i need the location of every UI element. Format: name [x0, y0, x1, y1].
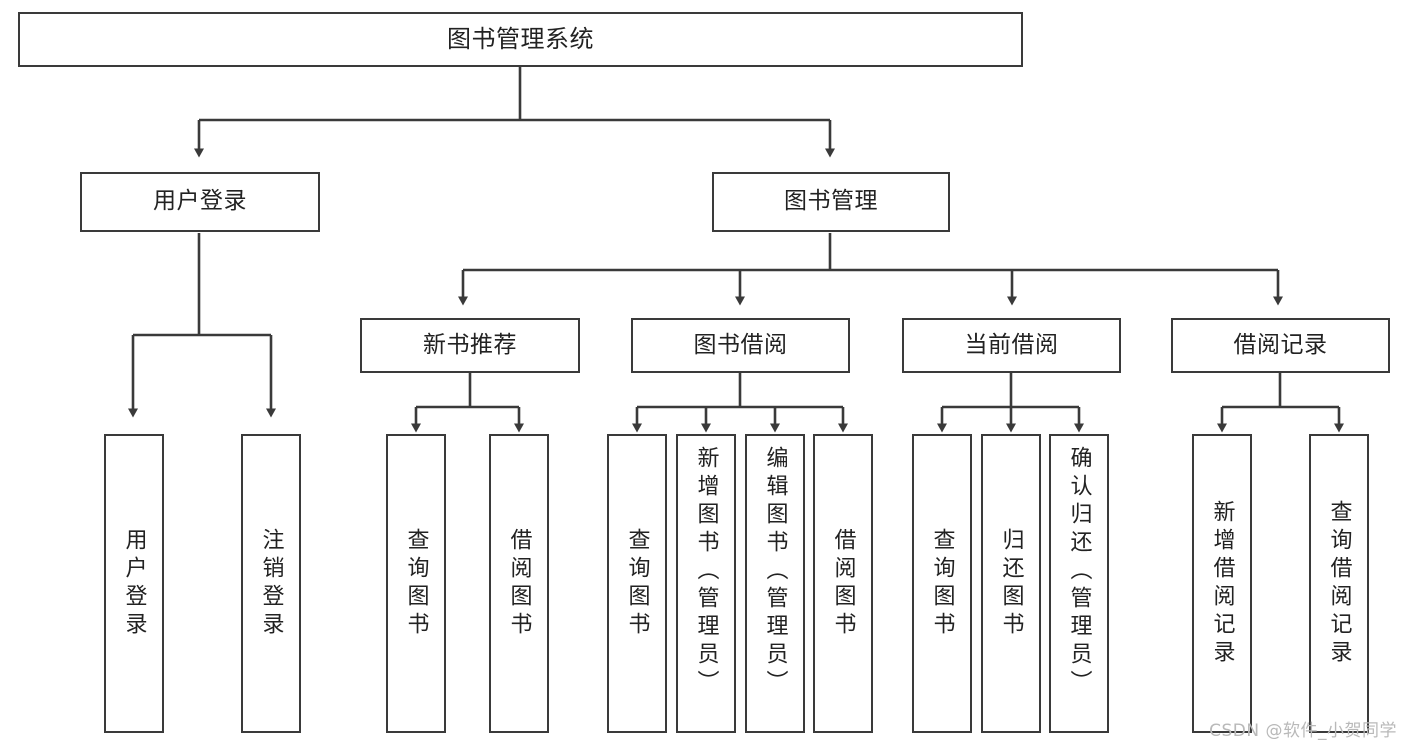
leaf-label: 新增图书（管理员）	[693, 446, 719, 698]
leaf-book-borrow-lend[interactable]: 借阅图书	[813, 434, 873, 733]
node-current-borrow[interactable]: 当前借阅	[902, 318, 1121, 373]
leaf-new-book-borrow[interactable]: 借阅图书	[489, 434, 549, 733]
node-book-borrow[interactable]: 图书借阅	[631, 318, 850, 373]
leaf-borrow-record-add[interactable]: 新增借阅记录	[1192, 434, 1252, 733]
node-user-login[interactable]: 用户登录	[80, 172, 320, 232]
node-root[interactable]: 图书管理系统	[18, 12, 1023, 67]
leaf-label: 查询图书	[403, 527, 429, 640]
leaf-label: 查询图书	[929, 527, 955, 640]
leaf-current-borrow-confirm[interactable]: 确认归还（管理员）	[1049, 434, 1109, 733]
node-new-book-recommend[interactable]: 新书推荐	[360, 318, 580, 373]
leaf-label: 查询图书	[624, 527, 650, 640]
leaf-user-login-login[interactable]: 用户登录	[104, 434, 164, 733]
leaf-book-borrow-query[interactable]: 查询图书	[607, 434, 667, 733]
leaf-label: 归还图书	[998, 527, 1024, 640]
node-book-management[interactable]: 图书管理	[712, 172, 950, 232]
node-borrow-record[interactable]: 借阅记录	[1171, 318, 1390, 373]
leaf-borrow-record-query[interactable]: 查询借阅记录	[1309, 434, 1369, 733]
leaf-new-book-query[interactable]: 查询图书	[386, 434, 446, 733]
leaf-label: 新增借阅记录	[1209, 499, 1235, 668]
leaf-user-login-logout[interactable]: 注销登录	[241, 434, 301, 733]
leaf-label: 编辑图书（管理员）	[762, 446, 788, 698]
leaf-label: 借阅图书	[830, 527, 856, 640]
leaf-label: 用户登录	[121, 527, 147, 640]
leaf-label: 确认归还（管理员）	[1066, 446, 1092, 698]
leaf-label: 借阅图书	[506, 527, 532, 640]
leaf-book-borrow-edit[interactable]: 编辑图书（管理员）	[745, 434, 805, 733]
leaf-label: 查询借阅记录	[1326, 499, 1352, 668]
leaf-label: 注销登录	[258, 527, 284, 640]
watermark: CSDN @软件_小贺同学	[1209, 721, 1397, 741]
leaf-book-borrow-add[interactable]: 新增图书（管理员）	[676, 434, 736, 733]
leaf-current-borrow-query[interactable]: 查询图书	[912, 434, 972, 733]
leaf-current-borrow-return[interactable]: 归还图书	[981, 434, 1041, 733]
